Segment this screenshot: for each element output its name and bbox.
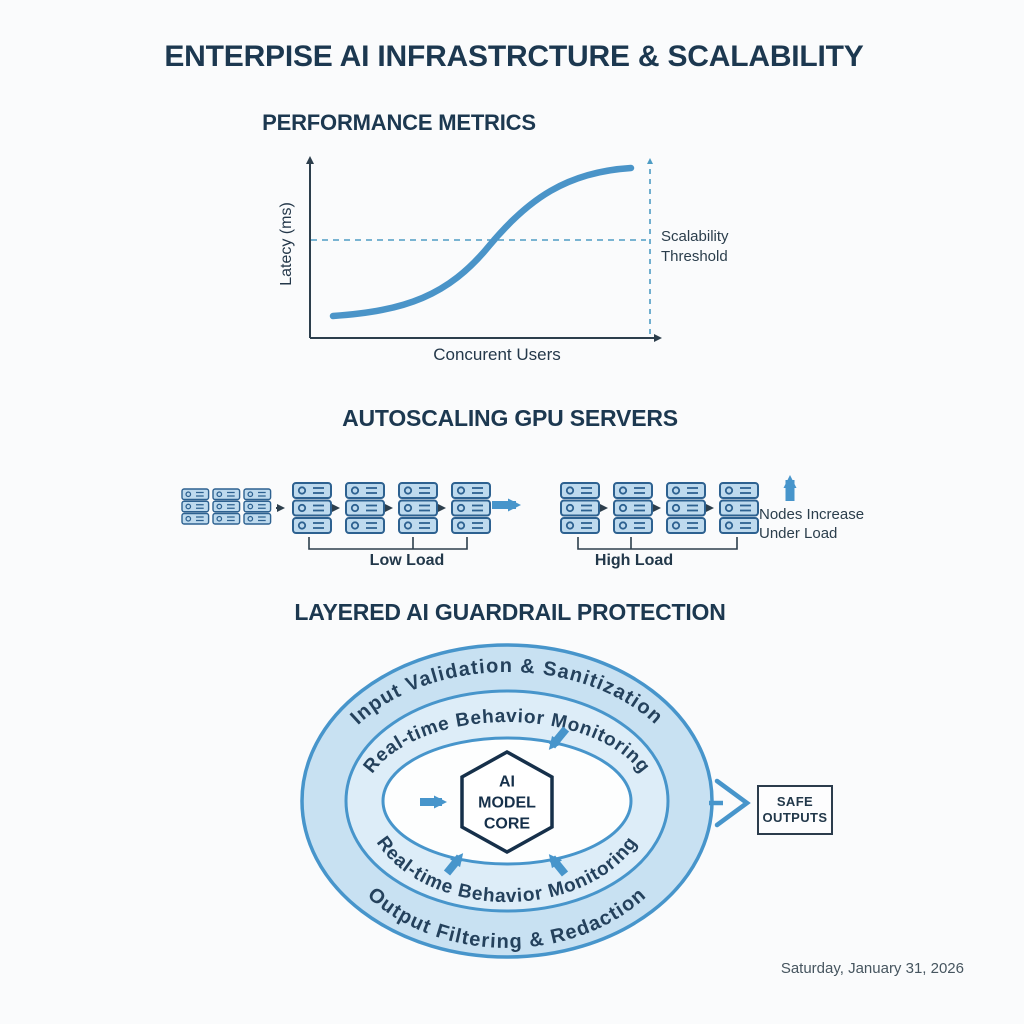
- inward-arrow-top-right: [548, 726, 570, 750]
- performance-section-heading: PERFORMANCE METRICS: [262, 110, 536, 135]
- gpu-server-stack-small: [182, 489, 209, 524]
- safe-outputs-box: SAFE OUTPUTS: [757, 785, 833, 835]
- latency-curve: [329, 164, 635, 320]
- ai-model-core-hexagon: [460, 749, 554, 855]
- gpu-server-stack-small: [244, 489, 271, 524]
- gpu-server-stack-small: [213, 489, 240, 524]
- safe-outputs-arrow: [709, 778, 751, 828]
- autoscaling-diagram: [182, 475, 797, 550]
- high-load-label: High Load: [594, 552, 674, 569]
- date-label: Saturday, January 31, 2026: [780, 960, 964, 977]
- performance-chart: [306, 156, 662, 342]
- gpu-server-stack: [293, 483, 331, 533]
- gpu-server-stack: [561, 483, 599, 533]
- gpu-server-stack: [614, 483, 652, 533]
- gpu-server-stack: [667, 483, 705, 533]
- low-load-bracket: [308, 537, 468, 550]
- high-load-bracket: [577, 537, 738, 550]
- y-axis-label: Latecy (ms): [278, 202, 295, 286]
- gpu-server-stack: [720, 483, 758, 533]
- gpu-server-stack: [399, 483, 437, 533]
- guardrail-section-heading: LAYERED AI GUARDRAIL PROTECTION: [294, 599, 726, 625]
- gpu-server-stack: [452, 483, 490, 533]
- ai-model-core-label: AI MODEL CORE: [478, 773, 536, 833]
- inward-arrow-bottom-left: [443, 853, 464, 876]
- autoscaling-section-heading: AUTOSCALING GPU SERVERS: [342, 405, 678, 431]
- page-title: ENTERPISE AI INFRASTRCTURE & SCALABILITY: [164, 40, 864, 73]
- scalability-threshold-label: Scalability Threshold: [661, 228, 729, 265]
- inward-arrow-bottom-right: [548, 854, 569, 877]
- low-load-label: Low Load: [369, 552, 445, 569]
- nodes-increase-label: Nodes Increase Under Load: [759, 506, 865, 542]
- guardrail-diagram: Input Validation & Sanitization Real-tim…: [300, 643, 751, 959]
- gpu-server-stack: [346, 483, 384, 533]
- x-axis-label: Concurent Users: [433, 345, 561, 364]
